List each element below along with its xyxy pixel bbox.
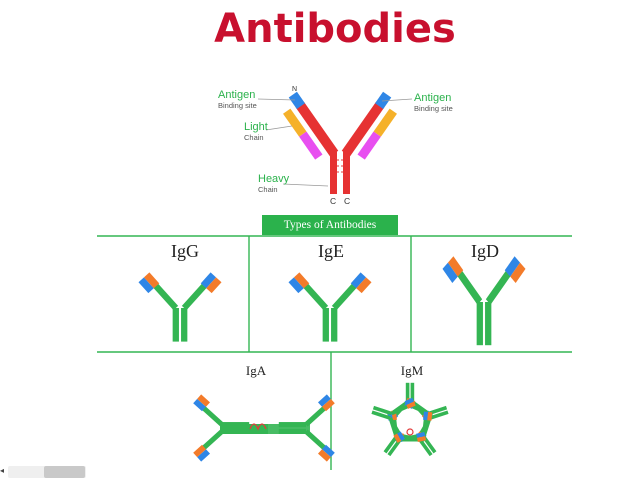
chevron-left-icon[interactable]: ◂ [0, 466, 5, 475]
heavy-chain-left-variable [288, 91, 305, 109]
c-terminus-left-label: C [330, 196, 337, 206]
antigen-right-main: Antigen [414, 92, 452, 104]
heavy-chain-right-variable [375, 91, 392, 109]
heavy-chain-main: Heavy [258, 173, 290, 185]
antigen-binding-site-left-label: Antigen Binding site [218, 90, 257, 110]
light-chain-right-pink [357, 131, 381, 160]
heavy-chain-stem-right [343, 150, 350, 194]
light-chain-right-yellow [373, 108, 397, 137]
light-chain-left-pink [299, 131, 323, 160]
igm-antibody [365, 382, 455, 468]
pointer-lines [257, 98, 413, 187]
types-of-antibodies-banner: Types of Antibodies [283, 219, 377, 231]
antigen-right-sub: Binding site [414, 104, 453, 113]
disulfide-bonds [337, 159, 343, 173]
n-terminus-label: N [292, 86, 298, 93]
igg-antibody [138, 272, 222, 342]
ige-label: IgE [318, 241, 344, 261]
heavy-chain-sub: Chain [258, 185, 278, 194]
right-arm [341, 91, 397, 160]
antibody-structure [257, 91, 413, 194]
heavy-chain-right-arm [341, 101, 385, 157]
igd-label: IgD [471, 241, 499, 261]
antigen-left-main: Antigen [218, 89, 256, 101]
iga-antibody [193, 394, 335, 462]
igd-antibody [442, 256, 526, 346]
light-chain-main: Light [244, 121, 268, 133]
ige-antibody [288, 272, 372, 342]
c-terminus-right-label: C [344, 196, 351, 206]
igm-label: IgM [400, 363, 424, 378]
iga-label: IgA [245, 363, 267, 378]
igg-label: IgG [171, 241, 199, 261]
antigen-left-sub: Binding site [218, 101, 257, 110]
heavy-chain-stem-left [330, 150, 337, 194]
antigen-binding-site-right-label: Antigen Binding site [414, 93, 453, 113]
heavy-chain-left-arm [295, 101, 339, 157]
types-banner-bg [262, 215, 398, 235]
heavy-chain-label: Heavy Chain [258, 174, 289, 194]
light-chain-sub: Chain [244, 133, 264, 142]
scrollbar-thumb[interactable] [44, 466, 85, 478]
light-chain-label: Light Chain [244, 122, 268, 142]
left-arm [283, 91, 339, 160]
page-title: Antibodies [214, 6, 456, 52]
types-table-frame [97, 235, 572, 470]
horizontal-scrollbar[interactable]: ◂ [0, 463, 86, 478]
light-chain-left-yellow [283, 108, 307, 137]
